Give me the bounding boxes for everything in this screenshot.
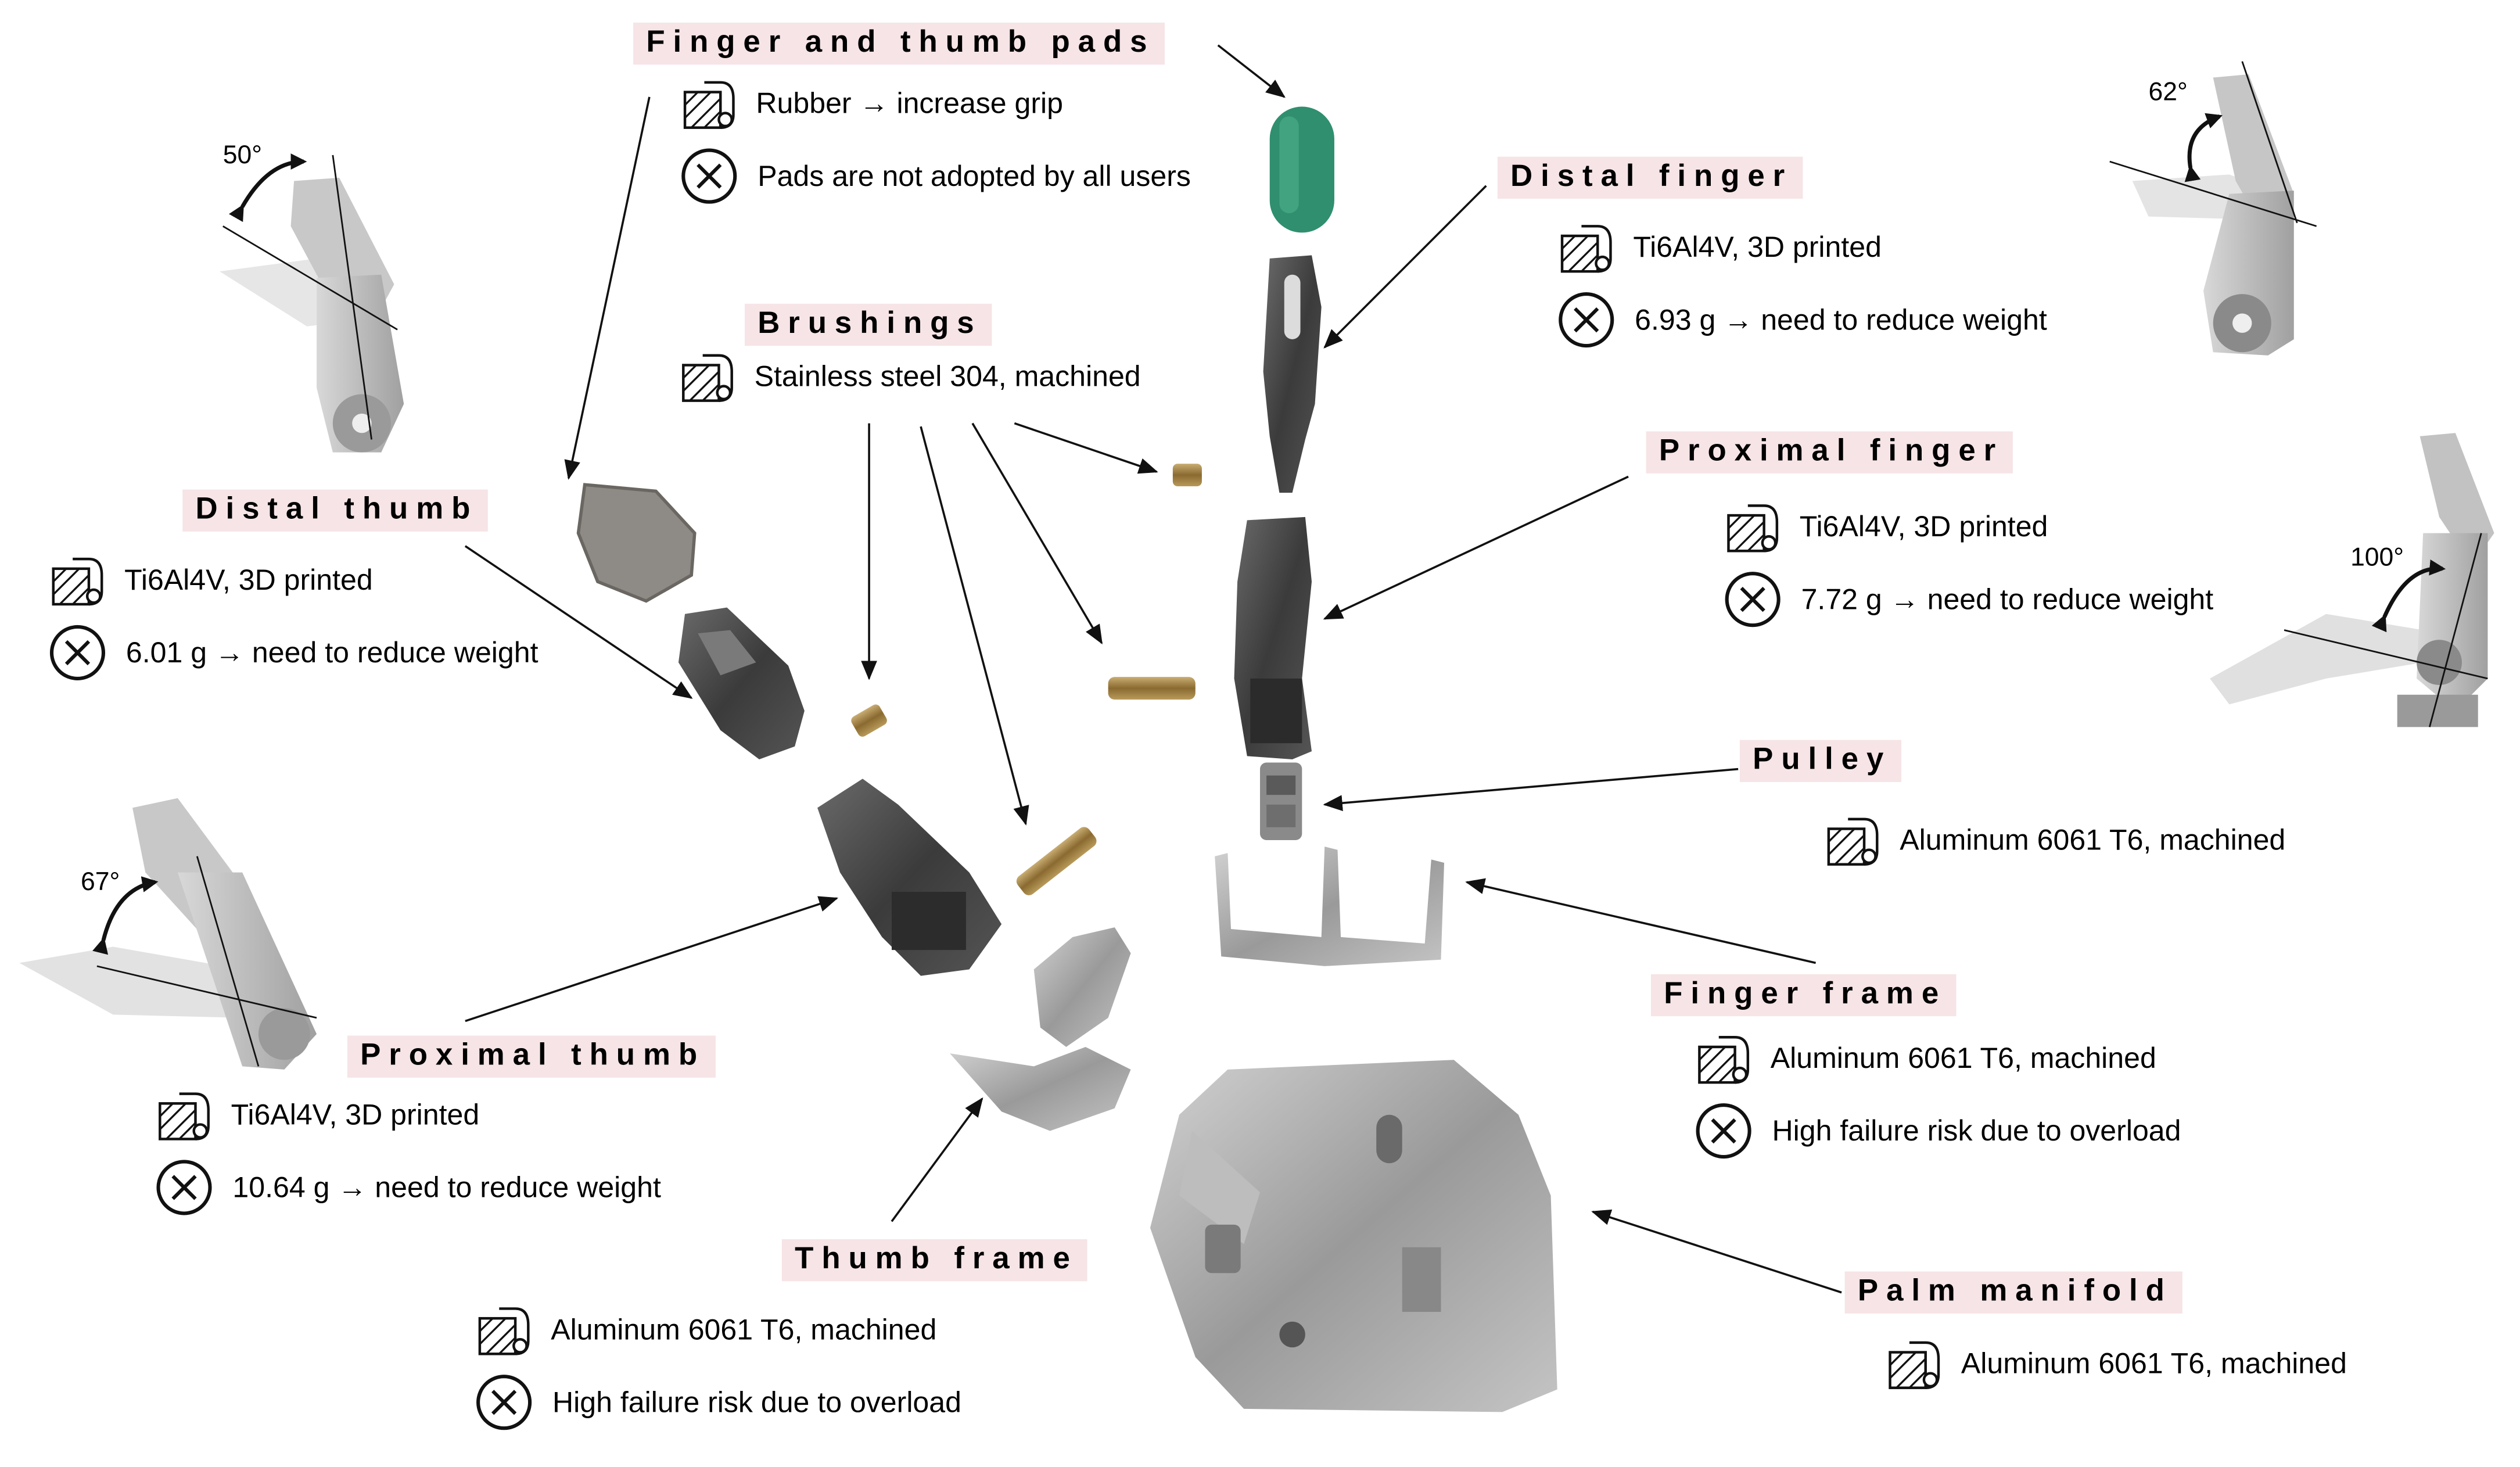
proximal-thumb-issue-text: 10.64 g → need to reduce weight <box>232 1170 661 1203</box>
proximal-thumb-angle: 67° <box>81 869 120 897</box>
material-stock-icon <box>1560 225 1612 273</box>
cross-circle-icon <box>681 148 737 204</box>
cross-circle-icon <box>1725 572 1780 627</box>
pads-issue-text: Pads are not adopted by all users <box>758 159 1191 192</box>
proximal-finger-title: Proximal finger <box>1646 431 2013 474</box>
distal-thumb-angle: 50° <box>222 142 263 170</box>
finger-frame-material-row: Aluminum 6061 T6, machined <box>1696 1031 2156 1086</box>
brushings-material-text: Stainless steel 304, machined <box>754 359 1141 392</box>
distal-finger-issue-text: 6.93 g → need to reduce weight <box>1635 303 2047 336</box>
proximal-finger-material-row: Ti6Al4V, 3D printed <box>1725 499 2048 554</box>
distal-finger-material-row: Ti6Al4V, 3D printed <box>1559 220 1882 275</box>
proximal-thumb-part <box>817 779 1002 976</box>
distal-finger-material-text: Ti6Al4V, 3D printed <box>1633 230 1882 263</box>
proximal-finger-part <box>1234 517 1312 759</box>
distal-finger-title: Distal finger <box>1497 156 1803 199</box>
proximal-thumb-issue-row: 10.64 g → need to reduce weight <box>156 1160 661 1215</box>
finger-frame-material-text: Aluminum 6061 T6, machined <box>1770 1041 2156 1074</box>
pads-material-text: Rubber → increase grip <box>756 86 1064 119</box>
proximal-thumb-rom-diagram <box>19 798 317 1070</box>
palm-manifold-part <box>1150 1060 1557 1412</box>
pulley-material-text: Aluminum 6061 T6, machined <box>1900 823 2286 856</box>
distal-finger-issue-row: 6.93 g → need to reduce weight <box>1559 292 2047 348</box>
thumb-frame-title: Thumb frame <box>781 1239 1088 1282</box>
material-stock-icon <box>682 354 733 402</box>
palm-manifold-material-text: Aluminum 6061 T6, machined <box>1961 1346 2347 1379</box>
brushings-material-row: Stainless steel 304, machined <box>680 349 1141 404</box>
cross-circle-icon <box>476 1375 532 1430</box>
brushings-title: Brushings <box>744 303 992 346</box>
pulley-title: Pulley <box>1739 740 1901 782</box>
distal-thumb-material-text: Ti6Al4V, 3D printed <box>124 563 373 596</box>
cross-circle-icon <box>1559 292 1614 348</box>
proximal-thumb-material-row: Ti6Al4V, 3D printed <box>157 1087 480 1142</box>
material-stock-icon <box>1827 817 1879 866</box>
thumb-frame-material-text: Aluminum 6061 T6, machined <box>551 1312 937 1346</box>
proximal-finger-material-text: Ti6Al4V, 3D printed <box>1799 510 2048 542</box>
proximal-finger-issue-text: 7.72 g → need to reduce weight <box>1801 582 2214 615</box>
cross-circle-icon <box>1696 1103 1751 1159</box>
proximal-thumb-title: Proximal thumb <box>347 1035 715 1078</box>
distal-thumb-issue-text: 6.01 g → need to reduce weight <box>125 636 539 668</box>
material-stock-icon <box>52 557 103 606</box>
distal-finger-angle: 62° <box>2148 79 2188 107</box>
pads-issue-row: Pads are not adopted by all users <box>681 148 1191 204</box>
cross-circle-icon <box>49 625 106 680</box>
pads-title: Finger and thumb pads <box>633 22 1165 65</box>
distal-thumb-title: Distal thumb <box>182 489 488 532</box>
pulley-part <box>1260 762 1302 841</box>
material-stock-icon <box>159 1092 210 1140</box>
proximal-thumb-material-text: Ti6Al4V, 3D printed <box>231 1097 480 1131</box>
cross-circle-icon <box>156 1160 212 1215</box>
material-stock-icon <box>1889 1341 1940 1389</box>
material-stock-icon <box>683 81 735 129</box>
distal-thumb-issue-row: 6.01 g → need to reduce weight <box>49 625 539 680</box>
finger-frame-title: Finger frame <box>1650 974 1957 1017</box>
material-stock-icon <box>478 1307 530 1355</box>
thumb-frame-part <box>950 927 1131 1131</box>
material-stock-icon <box>1698 1036 1750 1084</box>
proximal-finger-angle: 100° <box>2350 544 2404 572</box>
distal-thumb-rom-diagram <box>220 153 404 453</box>
thumb-pad-part <box>576 483 697 603</box>
distal-finger-part <box>1263 255 1322 493</box>
pulley-material-row: Aluminum 6061 T6, machined <box>1825 813 2285 868</box>
palm-manifold-material-row: Aluminum 6061 T6, machined <box>1887 1336 2347 1391</box>
proximal-finger-issue-row: 7.72 g → need to reduce weight <box>1725 572 2213 627</box>
distal-thumb-part <box>678 607 805 759</box>
bushing-parts <box>851 464 1202 895</box>
thumb-frame-material-row: Aluminum 6061 T6, machined <box>476 1302 936 1357</box>
finger-pad-part <box>1269 106 1334 233</box>
proximal-finger-rom-diagram <box>2210 433 2494 727</box>
material-stock-icon <box>1727 504 1779 553</box>
distal-finger-rom-diagram <box>2109 61 2317 356</box>
palm-manifold-title: Palm manifold <box>1844 1271 2182 1314</box>
finger-frame-part <box>1215 847 1445 966</box>
leader-arrows <box>464 44 1842 1294</box>
thumb-frame-issue-row: High failure risk due to overload <box>476 1375 961 1430</box>
finger-frame-issue-row: High failure risk due to overload <box>1696 1103 2181 1159</box>
pads-material-row: Rubber → increase grip <box>681 76 1063 131</box>
thumb-frame-issue-text: High failure risk due to overload <box>552 1385 961 1418</box>
finger-frame-issue-text: High failure risk due to overload <box>1772 1114 2181 1146</box>
distal-thumb-material-row: Ti6Al4V, 3D printed <box>50 553 373 608</box>
